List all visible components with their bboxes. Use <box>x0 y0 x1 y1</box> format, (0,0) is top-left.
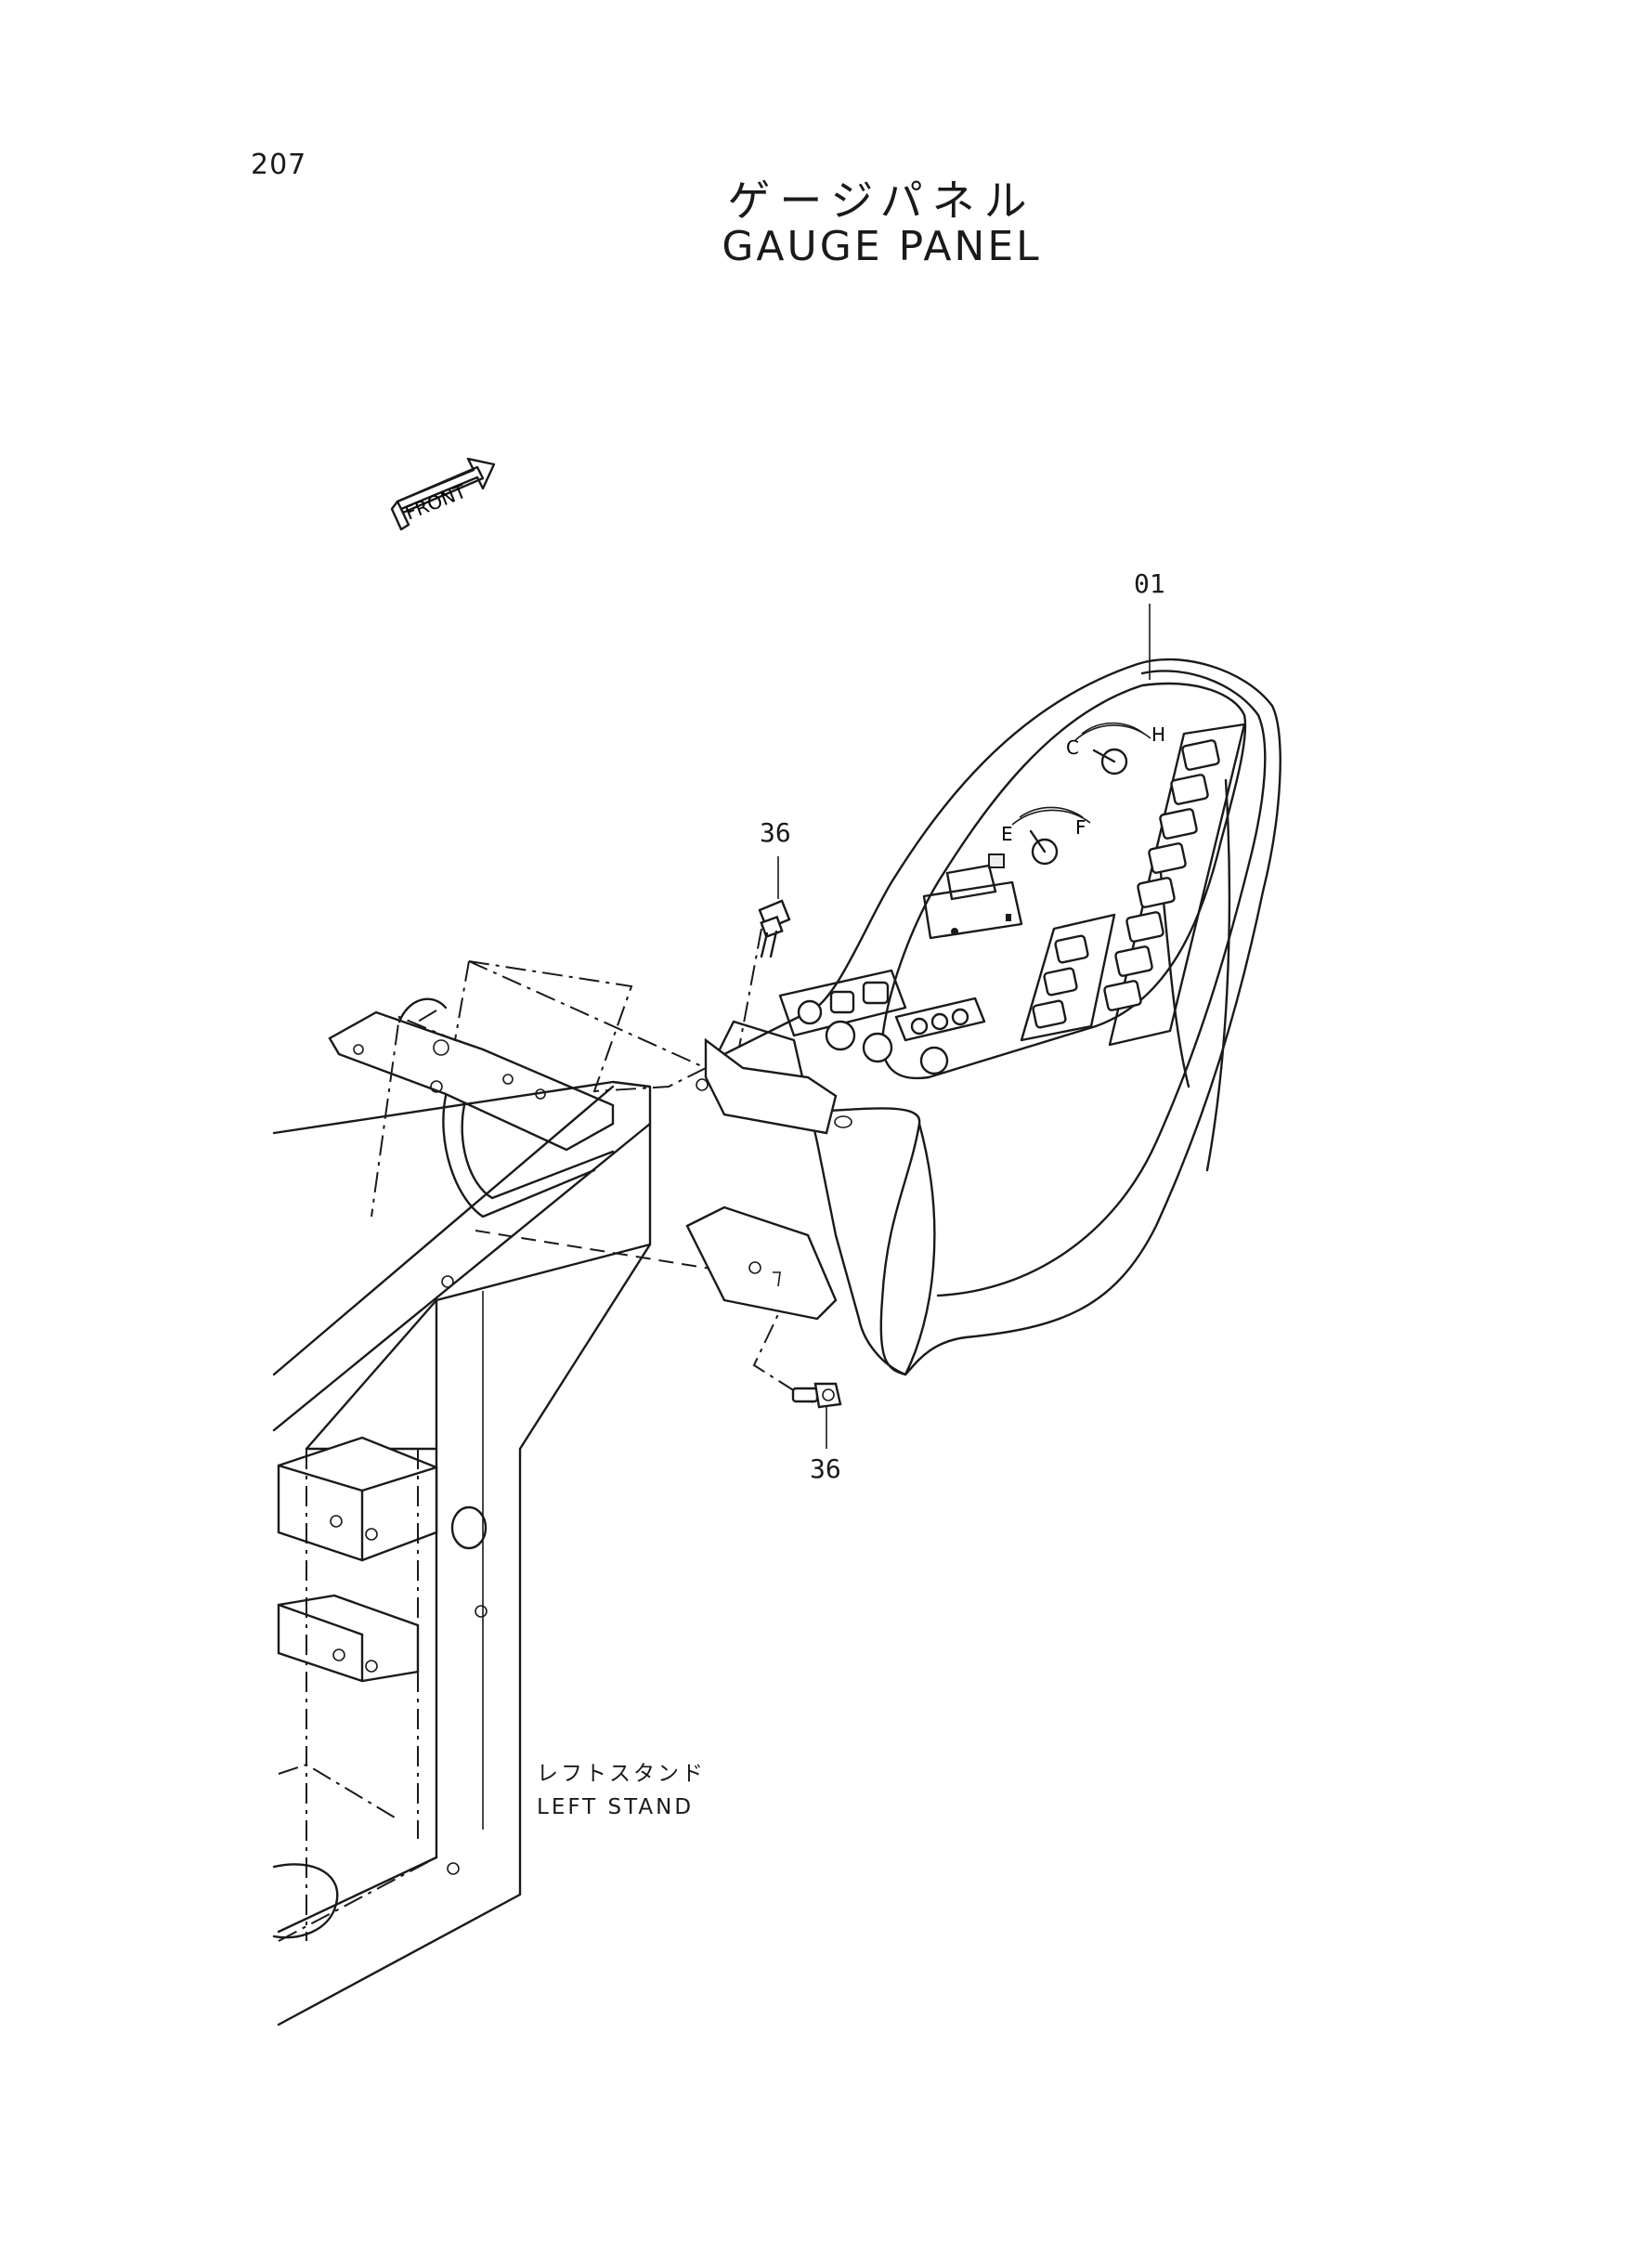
indicator-lamp-2 <box>1170 774 1209 805</box>
title-english: GAUGE PANEL <box>722 223 1042 270</box>
indicator-lamp-6 <box>1125 911 1164 943</box>
left-stand-label-jp: レフトスタンド <box>537 1762 706 1786</box>
callout-01: 01 <box>1134 568 1165 599</box>
indicator-lamp-1 <box>1181 739 1220 771</box>
title-japanese: ゲージパネル <box>727 176 1036 226</box>
mounting-plate <box>328 997 615 1152</box>
indicator-lamp-5 <box>1137 877 1176 908</box>
fuel-full-letter: F <box>1075 816 1086 839</box>
switch-button-9 <box>919 1046 949 1075</box>
switch-button-8 <box>951 1008 969 1026</box>
gauge-panel-housing <box>685 658 1281 1376</box>
indicator-lamp-9 <box>1054 934 1089 964</box>
switch-button-2 <box>829 990 855 1014</box>
switch-button-7 <box>930 1012 949 1031</box>
assembly-lines <box>371 928 813 1403</box>
left-stand-label: レフトスタンド LEFT STAND <box>537 1757 706 1824</box>
left-stand-frame <box>272 1080 652 2026</box>
hour-meter-display <box>922 864 1023 940</box>
indicator-lamp-3 <box>1159 808 1198 840</box>
switch-button-4 <box>825 1020 856 1051</box>
indicator-lamp-7 <box>1114 945 1153 977</box>
switch-button-5 <box>862 1032 893 1063</box>
switch-button-1 <box>797 999 823 1025</box>
switch-panel <box>778 969 986 1075</box>
bolt-lower-icon <box>791 1382 842 1449</box>
fuel-pump-icon <box>988 853 1005 868</box>
front-arrow-icon: FRONT <box>390 457 496 531</box>
indicator-lamp-8 <box>1103 980 1142 1011</box>
left-stand-label-en: LEFT STAND <box>537 1795 695 1819</box>
fuel-empty-letter: E <box>1001 823 1013 845</box>
callout-36-lower: 36 <box>810 1453 841 1484</box>
indicator-lamp-11 <box>1032 999 1067 1029</box>
page-number: 207 <box>251 149 307 181</box>
bolt-upper-icon <box>758 856 791 958</box>
temp-cold-letter: C <box>1066 736 1079 759</box>
temperature-gauge: C H <box>1066 722 1165 775</box>
temp-hot-letter: H <box>1151 723 1165 746</box>
switch-button-6 <box>910 1017 929 1036</box>
switch-button-3 <box>862 981 890 1005</box>
indicator-lamp-4 <box>1148 842 1187 874</box>
callout-36-upper: 36 <box>760 817 791 848</box>
fuel-gauge: E F <box>988 806 1091 868</box>
indicator-lamp-10 <box>1043 967 1078 997</box>
indicator-strip <box>1020 723 1246 1047</box>
